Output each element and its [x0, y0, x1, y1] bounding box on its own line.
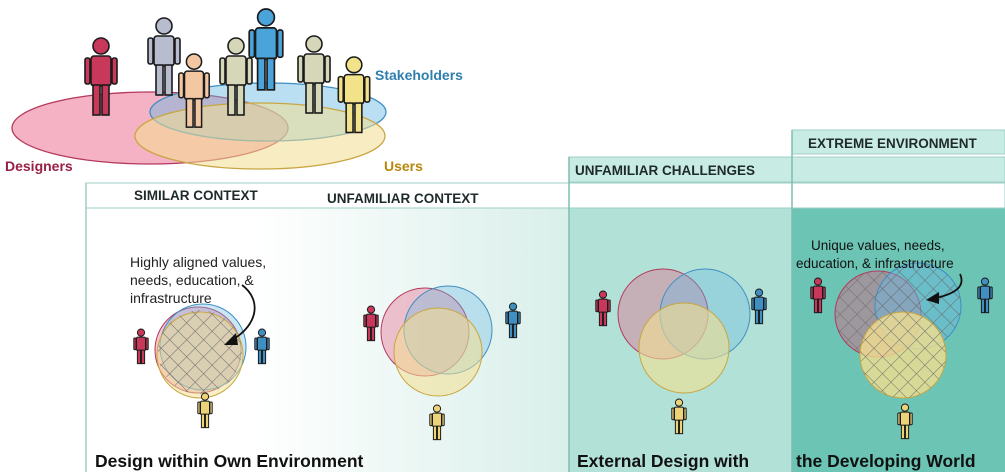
venn-extreme-environment	[834, 262, 962, 399]
venn-unfamiliar-users	[393, 307, 483, 397]
annotation-extreme: Unique values, needs, education, & infra…	[796, 238, 963, 304]
designer-similar	[133, 328, 149, 365]
annotation-similar: Highly aligned values, needs, education,…	[130, 254, 266, 345]
stakeholder-figure-blue	[248, 8, 284, 91]
legend-people	[84, 8, 371, 134]
annotation-similar-arrowhead	[224, 333, 238, 345]
stakeholder-similar	[254, 328, 270, 365]
header-bands	[85, 129, 1005, 472]
footer-own-environment: Design within Own Environment	[95, 451, 364, 471]
venn-similar-context	[154, 303, 247, 399]
annotation-extreme-arrowhead	[926, 292, 939, 304]
annotation-extreme-line-2: education, & infrastructure	[796, 256, 954, 271]
legend-group: Designers Users Stakeholders	[5, 8, 463, 174]
user-unfamiliar	[429, 404, 445, 441]
users-label: Users	[384, 158, 423, 174]
designers-label: Designers	[5, 158, 73, 174]
user-figure-peach	[178, 53, 210, 128]
venn-extreme-users-hatch	[860, 312, 946, 398]
user-figure-tan	[219, 37, 253, 116]
user-challenges	[671, 398, 687, 435]
annotation-extreme-line-1: Unique values, needs,	[811, 238, 945, 253]
similar-context-header: SIMILAR CONTEXT	[134, 188, 259, 203]
unfamiliar-challenges-header: UNFAMILIAR CHALLENGES	[575, 163, 755, 178]
unfamiliar-challenges-band	[568, 156, 1005, 183]
designer-unfamiliar	[363, 305, 379, 342]
user-extreme	[897, 403, 913, 440]
scene-people	[133, 277, 993, 441]
designer-extreme	[810, 277, 826, 314]
extreme-header-band	[791, 129, 1005, 155]
annotation-similar-line-2: needs, education, &	[130, 272, 254, 288]
extreme-environment-header: EXTREME ENVIRONMENT	[808, 136, 978, 151]
annotation-extreme-arrow	[935, 273, 963, 299]
unfamiliar-context-header: UNFAMILIAR CONTEXT	[327, 191, 479, 206]
stakeholder-challenges	[751, 288, 767, 325]
footer-developing-world: the Developing World	[796, 451, 976, 471]
venn-challenges-users	[638, 302, 730, 394]
user-figure-yellow	[337, 56, 371, 134]
stakeholder-figure-gray	[147, 17, 181, 96]
annotation-similar-line-1: Highly aligned values,	[130, 254, 266, 270]
stakeholder-unfamiliar	[505, 302, 521, 339]
venn-unfamiliar-challenges	[617, 268, 751, 394]
designer-figure	[84, 37, 118, 116]
designer-challenges	[595, 290, 611, 327]
stakeholder-extreme	[977, 277, 993, 314]
annotation-similar-arrow	[231, 284, 256, 341]
footer-external-design: External Design with	[577, 451, 749, 471]
stakeholder-figure-tan	[297, 35, 331, 114]
venn-unfamiliar-context	[380, 285, 493, 397]
user-similar	[197, 392, 213, 429]
venn-similar-overlap-hatch	[158, 310, 242, 394]
annotation-similar-line-3: infrastructure	[130, 290, 212, 306]
stakeholders-label: Stakeholders	[375, 67, 463, 83]
